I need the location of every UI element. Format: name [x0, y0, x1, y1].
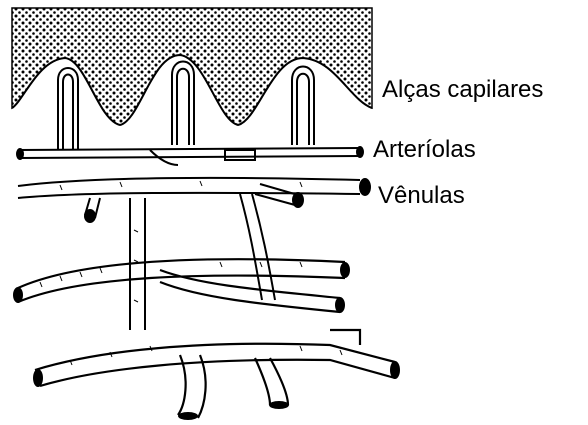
deep-vessel-ends — [13, 262, 400, 420]
venule-end — [293, 193, 303, 207]
venule-plexus — [18, 178, 370, 222]
venule-end — [360, 179, 370, 195]
arteriole-plexus — [17, 147, 363, 165]
arteriole-end — [357, 147, 363, 157]
venule-end — [85, 210, 95, 222]
capillary-loops-label: Alças capilares — [382, 78, 543, 102]
vessel-hatching — [40, 181, 342, 365]
deep-plexus — [18, 259, 395, 418]
venules-label: Vênulas — [378, 184, 465, 208]
arteriole-end — [17, 149, 23, 159]
arterioles-label: Arteríolas — [373, 138, 476, 162]
